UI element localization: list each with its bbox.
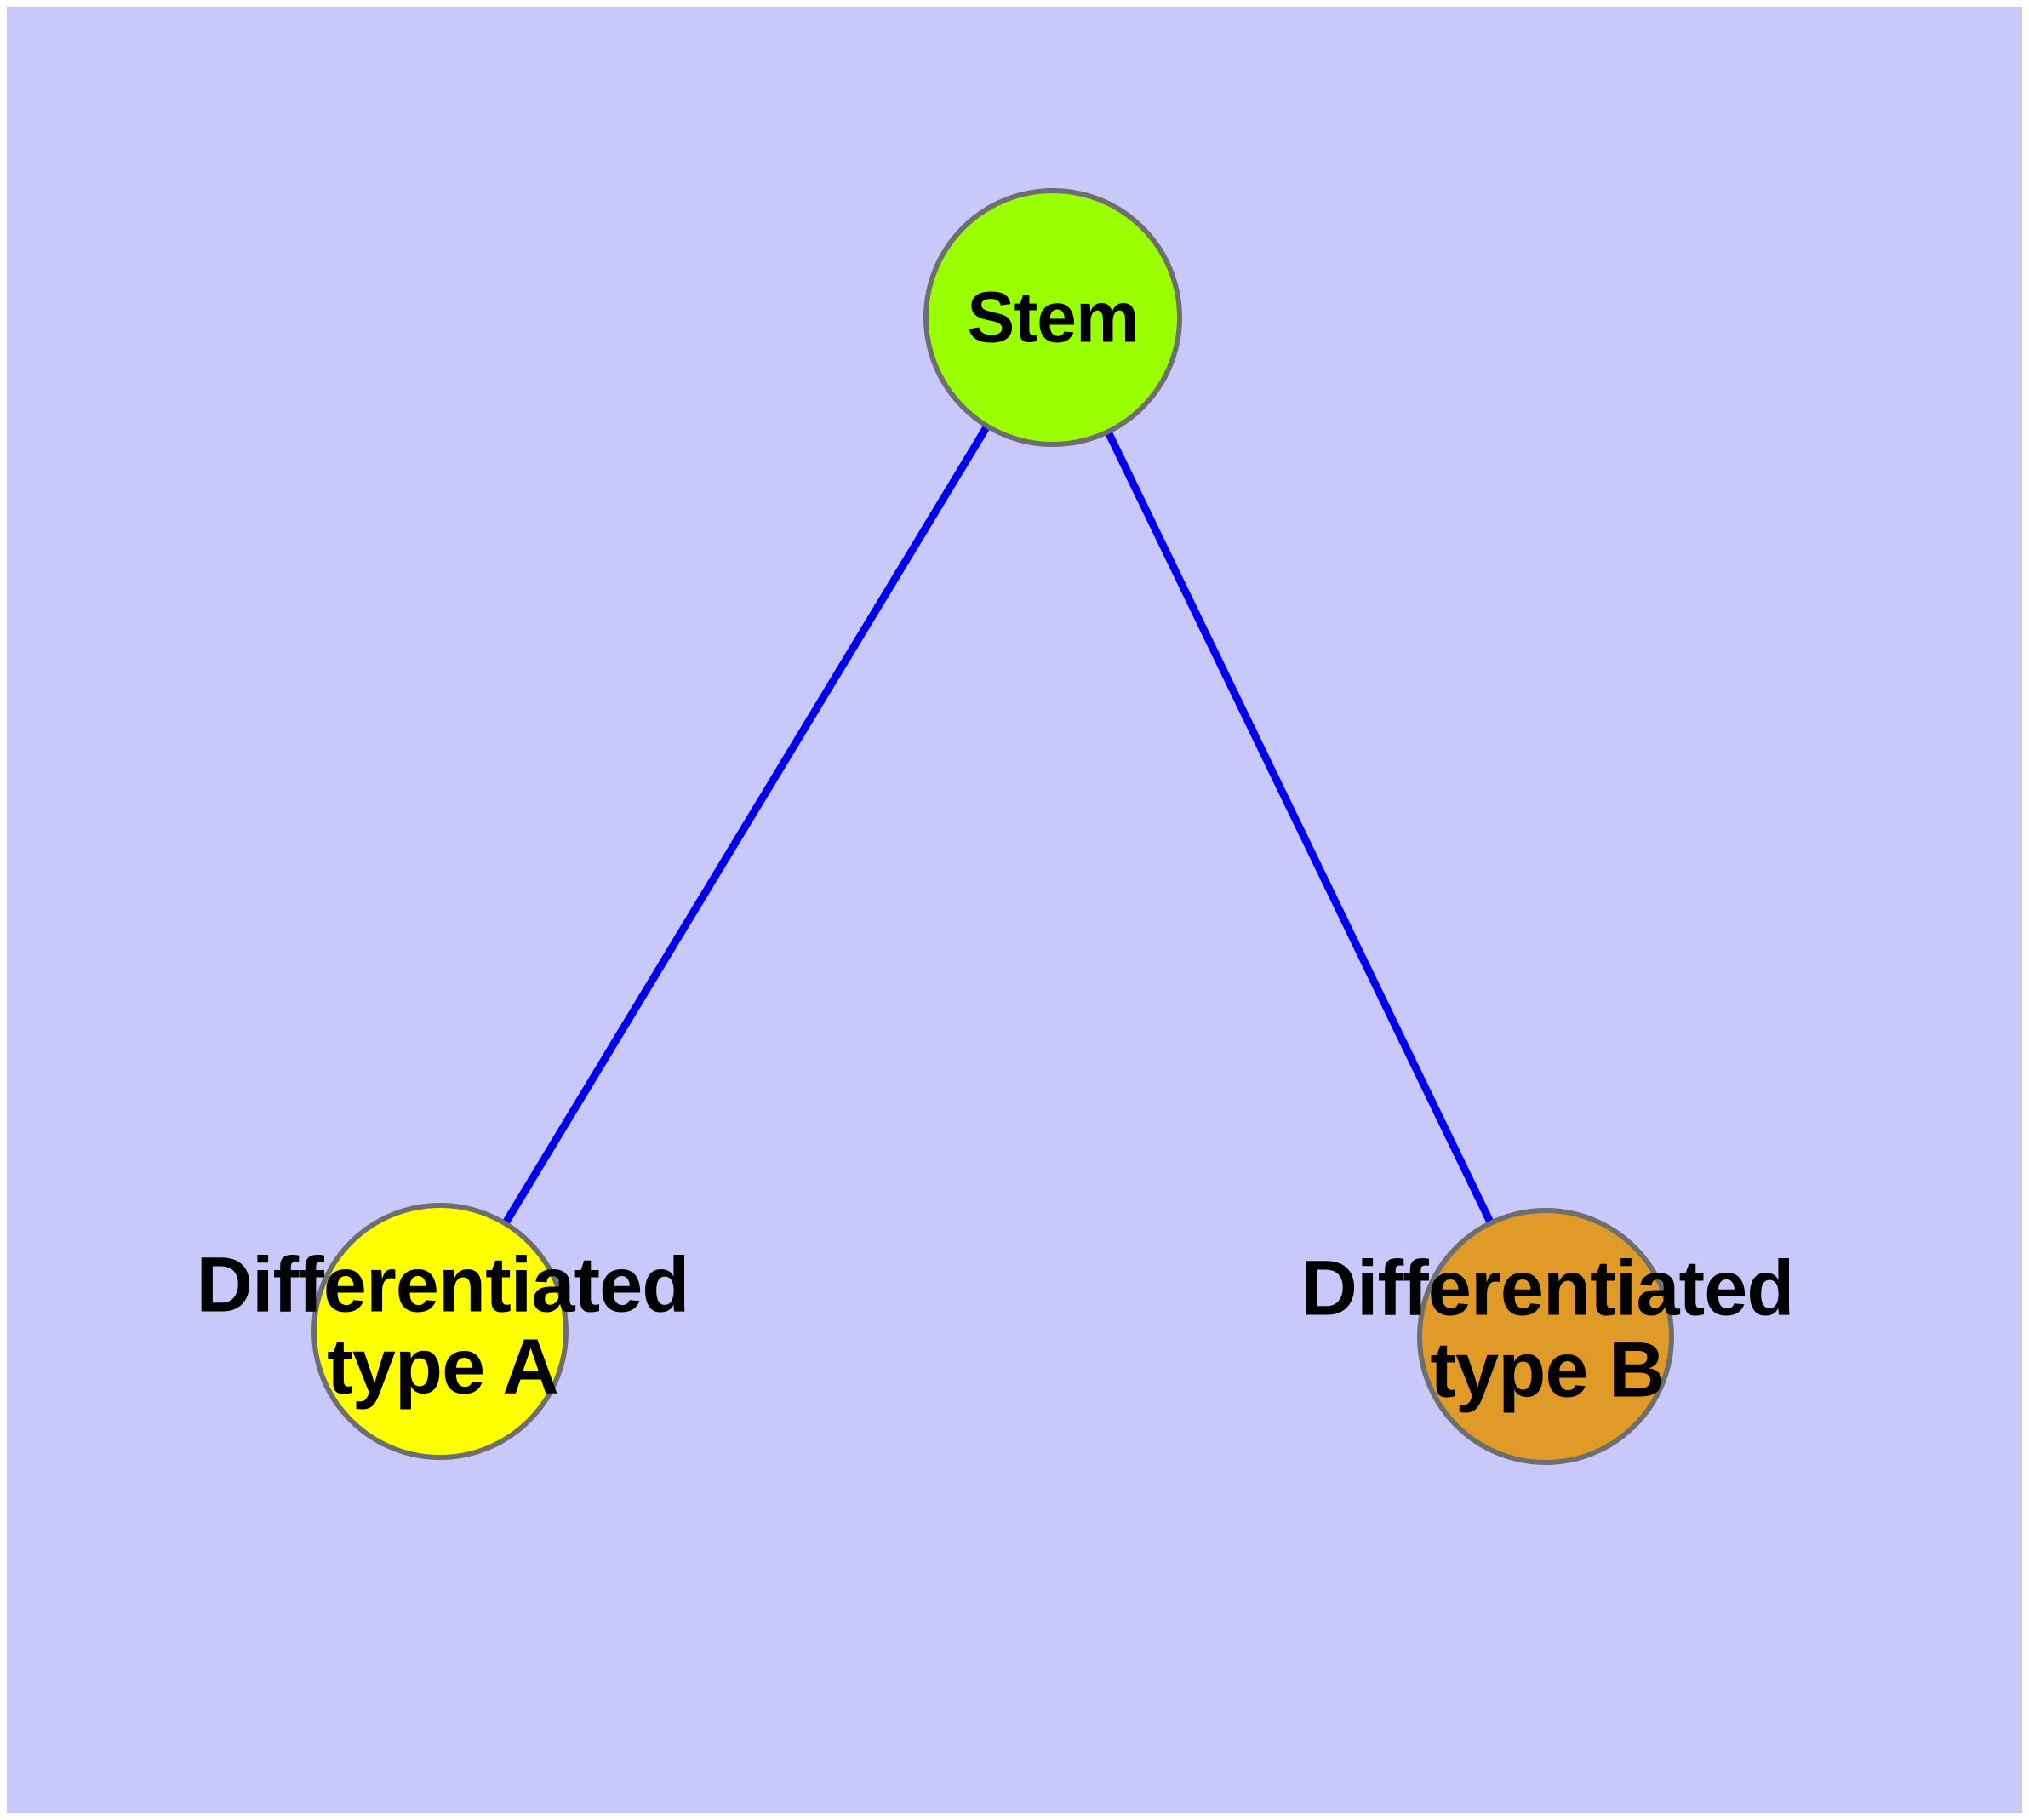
node-differentiated-type-b[interactable] bbox=[1417, 1208, 1674, 1465]
node-layer bbox=[311, 188, 1674, 1465]
edge-stem-to-differentiated-type-a bbox=[496, 415, 996, 1234]
node-differentiated-type-a[interactable] bbox=[311, 1203, 569, 1460]
edge-layer bbox=[496, 415, 1499, 1234]
edge-stem-to-differentiated-type-b bbox=[1100, 421, 1499, 1234]
node-stem[interactable] bbox=[923, 188, 1182, 447]
